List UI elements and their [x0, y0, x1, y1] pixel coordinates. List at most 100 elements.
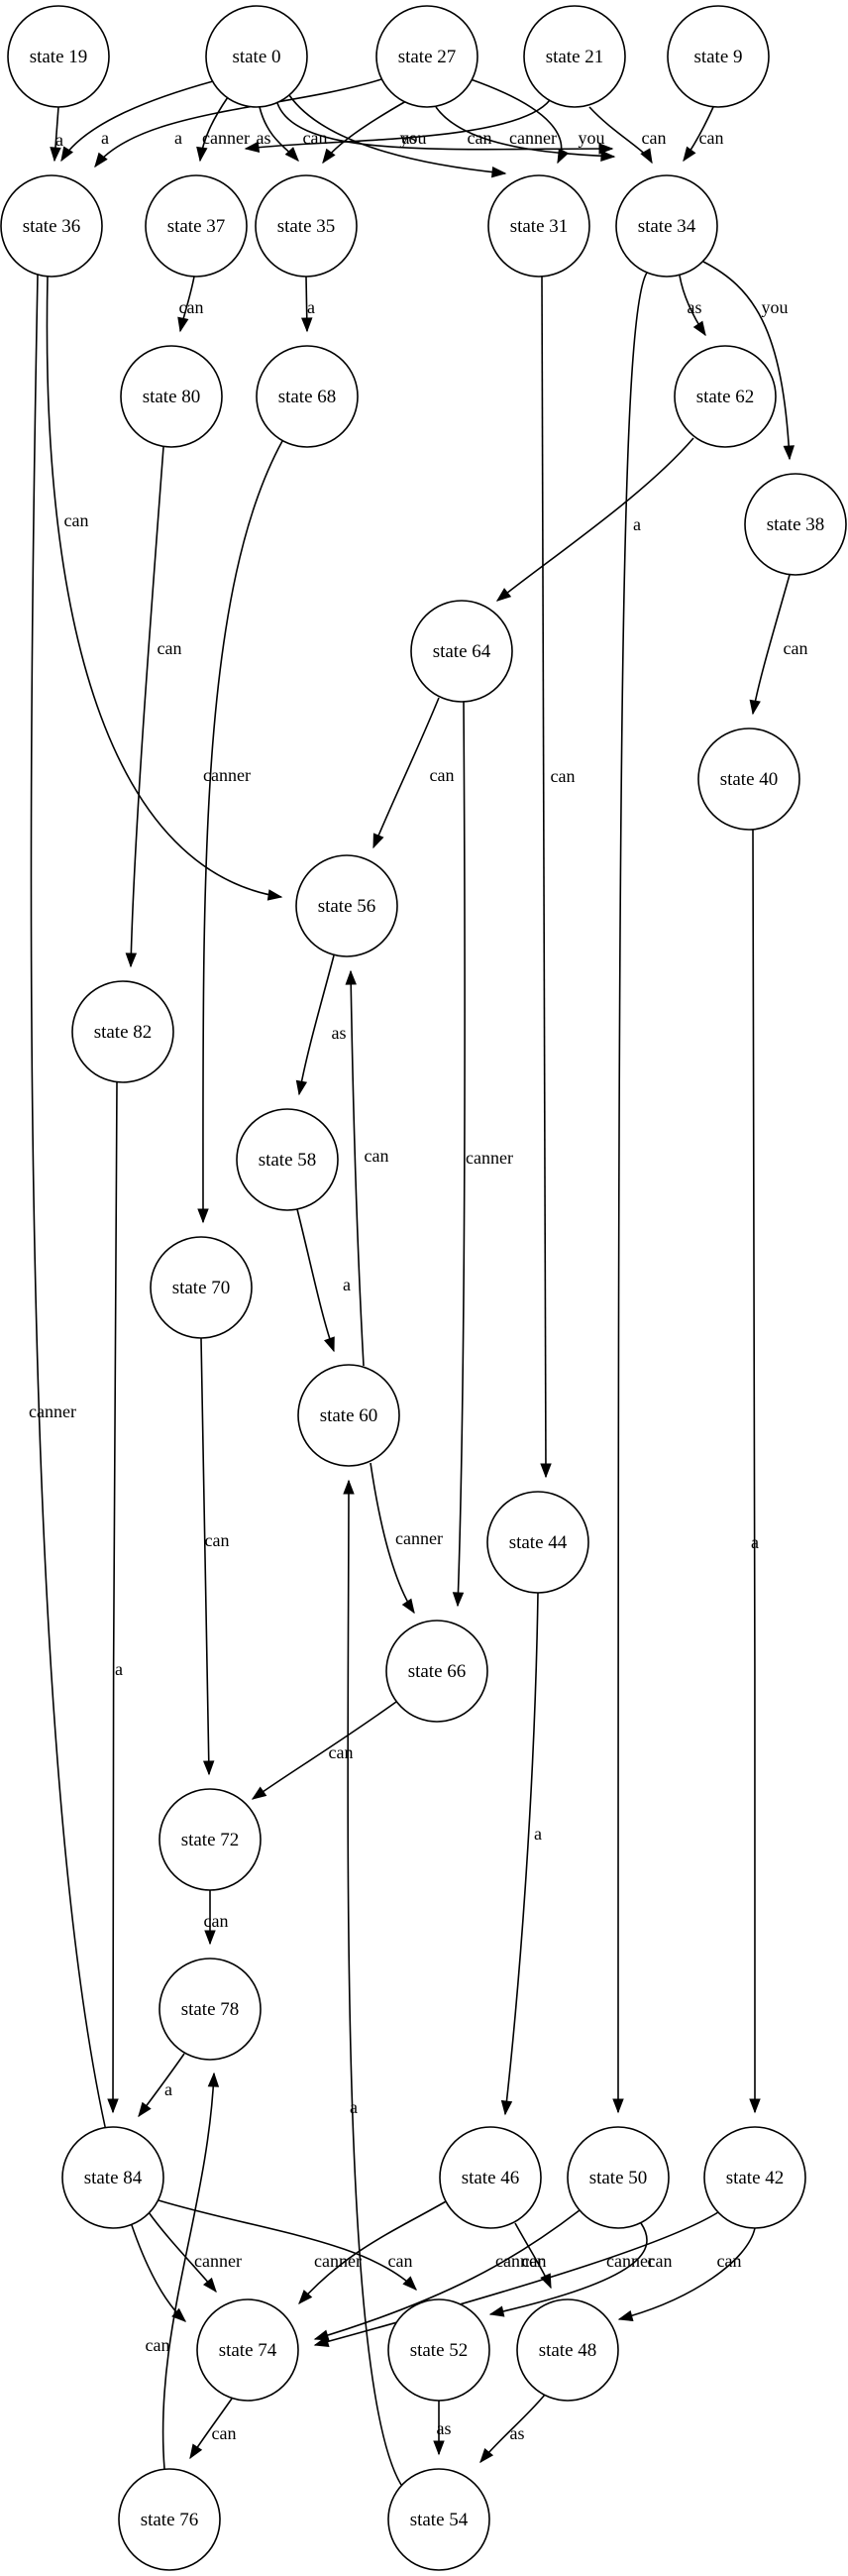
transition-label: can — [205, 1530, 230, 1550]
arrowhead — [207, 2072, 220, 2087]
state-label: state 78 — [181, 1999, 240, 2020]
state-label: state 38 — [767, 514, 825, 535]
transition-line — [298, 954, 335, 1095]
transition-label: canner — [314, 2251, 362, 2271]
transition-84-52: can — [158, 2199, 417, 2291]
transition-48-54: as — [479, 2394, 546, 2464]
state-label: state 60 — [320, 1405, 378, 1426]
transition-label: a — [115, 1659, 123, 1679]
arrowhead — [540, 1463, 552, 1479]
transition-line — [702, 261, 791, 460]
state-label: state 58 — [259, 1150, 317, 1171]
transition-label: can — [642, 128, 667, 148]
arrowhead — [479, 2447, 494, 2464]
arrowhead — [372, 833, 384, 849]
transition-38-40: can — [749, 574, 807, 716]
transition-9-34: can — [683, 106, 723, 163]
transition-64-56: can — [372, 697, 455, 849]
transition-label: can — [212, 2423, 237, 2443]
transition-80-82: can — [125, 446, 182, 968]
arrowhead — [540, 2273, 552, 2290]
transition-label: can — [388, 2251, 413, 2271]
state-label: state 74 — [219, 2340, 277, 2361]
transition-label: canner — [395, 1528, 443, 1548]
state-label: state 21 — [546, 47, 604, 67]
transition-46-74: canner — [298, 2199, 449, 2305]
arrowhead — [203, 2277, 217, 2294]
transition-27-36: a — [94, 78, 382, 168]
state-label: state 27 — [398, 47, 457, 67]
transition-34-50: a — [612, 272, 648, 2114]
transition-72-78: can — [204, 1890, 228, 1946]
state-node-27: state 27 — [375, 5, 478, 108]
transition-line — [504, 1592, 539, 2115]
transition-37-80: can — [177, 276, 203, 333]
state-node-68: state 68 — [256, 345, 359, 448]
arrowhead — [452, 1592, 465, 1608]
transition-42-48: can — [617, 2227, 756, 2322]
state-label: state 76 — [141, 2510, 199, 2530]
transition-19-36: a — [50, 106, 63, 163]
arrowhead — [266, 889, 283, 901]
state-node-70: state 70 — [150, 1236, 253, 1339]
state-label: state 62 — [696, 387, 755, 407]
state-circle — [744, 473, 847, 576]
state-node-35: state 35 — [255, 174, 358, 278]
arrowhead — [322, 148, 336, 165]
transition-label: a — [101, 128, 109, 148]
state-label: state 66 — [408, 1661, 467, 1682]
state-node-19: state 19 — [7, 5, 110, 108]
transition-line — [457, 701, 466, 1607]
transition-line — [158, 2199, 417, 2291]
state-node-50: state 50 — [567, 2126, 670, 2229]
state-node-82: state 82 — [71, 980, 174, 1083]
transition-label: a — [55, 130, 63, 150]
arrowhead — [313, 2335, 330, 2347]
state-label: state 34 — [638, 216, 696, 237]
transition-68-70: canner — [197, 440, 283, 1224]
transition-label: can — [158, 638, 182, 658]
state-circle — [7, 5, 110, 108]
transition-27-35: as — [322, 100, 417, 165]
transition-line — [276, 102, 613, 151]
transition-label: can — [430, 765, 455, 785]
transition-40-42: a — [749, 829, 761, 2114]
state-circle — [150, 1236, 253, 1339]
state-circle — [159, 1958, 262, 2061]
transition-line — [617, 272, 648, 2113]
state-circle — [71, 980, 174, 1083]
transition-line — [94, 78, 382, 168]
state-circle — [667, 5, 770, 108]
state-circle — [387, 2468, 490, 2571]
state-label: state 37 — [167, 216, 226, 237]
transition-line — [130, 446, 164, 967]
state-circle — [196, 2298, 299, 2402]
arrowhead — [683, 146, 696, 163]
arrowhead — [749, 2098, 761, 2114]
state-node-72: state 72 — [159, 1788, 262, 1891]
state-node-36: state 36 — [0, 174, 103, 278]
arrowhead — [202, 1760, 215, 1776]
transition-60-56: can — [345, 969, 388, 1367]
state-circle — [256, 345, 359, 448]
state-node-56: state 56 — [295, 854, 398, 957]
arrowhead — [50, 147, 61, 163]
transition-label: a — [343, 1275, 351, 1294]
arrowhead — [284, 147, 299, 163]
state-circle — [61, 2126, 164, 2229]
transition-label: as — [688, 297, 702, 317]
state-circle — [387, 2298, 490, 2402]
transition-line — [46, 276, 282, 898]
state-circle — [615, 174, 718, 278]
transition-34-38: you — [702, 261, 795, 461]
state-circle — [567, 2126, 670, 2229]
state-label: state 56 — [318, 896, 376, 917]
transition-label: can — [468, 128, 492, 148]
arrowhead — [301, 317, 313, 333]
transition-84-74: canner — [148, 2211, 242, 2294]
arrowhead — [495, 588, 512, 602]
transition-label: you — [579, 128, 605, 148]
transition-21-34: can — [588, 106, 667, 165]
state-node-80: state 80 — [120, 345, 223, 448]
